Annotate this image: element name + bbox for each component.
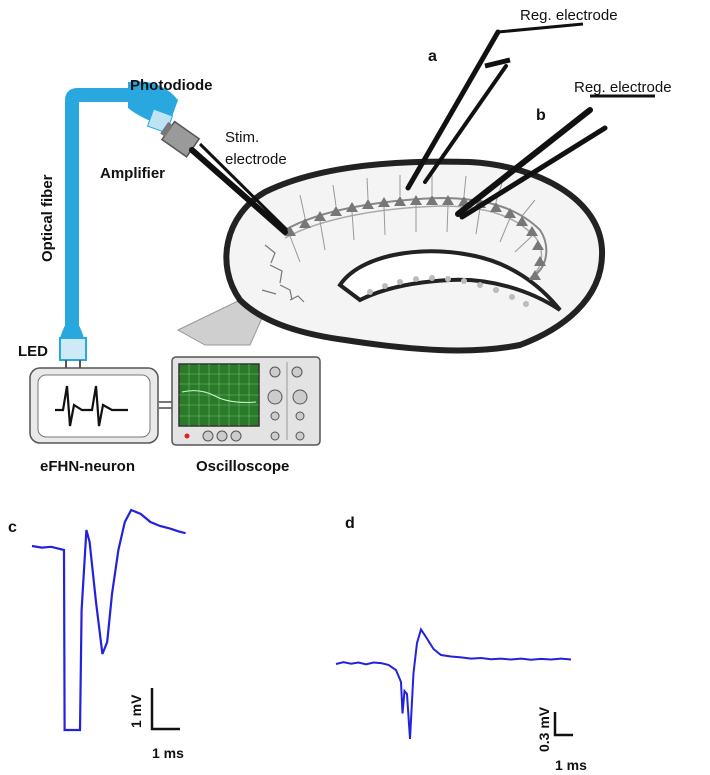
led-icon [59, 337, 87, 370]
panel-b-label: b [536, 107, 546, 124]
reg-electrode-b-label: Reg. electrode [574, 79, 672, 96]
photodiode-label: Photodiode [130, 77, 213, 94]
reg-electrode-a [405, 22, 584, 191]
scalebar-d [553, 712, 573, 737]
reg-electrode-a-label: Reg. electrode [520, 7, 618, 24]
optical-fiber-icon [60, 81, 178, 338]
scalebar-c-time: 1 ms [152, 745, 184, 761]
stim-electrode-label-1: Stim. [225, 129, 259, 146]
optical-fiber-label: Optical fiber [39, 174, 56, 262]
panel-d-label: d [345, 515, 355, 532]
scalebar-c-voltage: 1 mV [128, 694, 144, 728]
trace-d [335, 627, 572, 740]
efhn-neuron-label: eFHN-neuron [40, 458, 135, 475]
stim-electrode [189, 142, 289, 235]
trace-c [31, 508, 186, 732]
led-label: LED [18, 343, 48, 360]
scalebar-c [150, 688, 180, 731]
oscilloscope-icon [171, 356, 321, 446]
hippocampus-slice-icon [176, 158, 606, 354]
oscilloscope-label: Oscilloscope [196, 458, 289, 475]
amplifier-label: Amplifier [100, 165, 165, 182]
efhn-neuron-icon [29, 367, 159, 444]
panel-a-label: a [428, 48, 437, 65]
stim-electrode-label-2: electrode [225, 151, 287, 168]
scalebar-d-voltage: 0.3 mV [536, 706, 552, 752]
scalebar-d-time: 1 ms [555, 757, 587, 773]
panel-c-label: c [8, 519, 17, 536]
reg-electrode-b [455, 94, 655, 220]
